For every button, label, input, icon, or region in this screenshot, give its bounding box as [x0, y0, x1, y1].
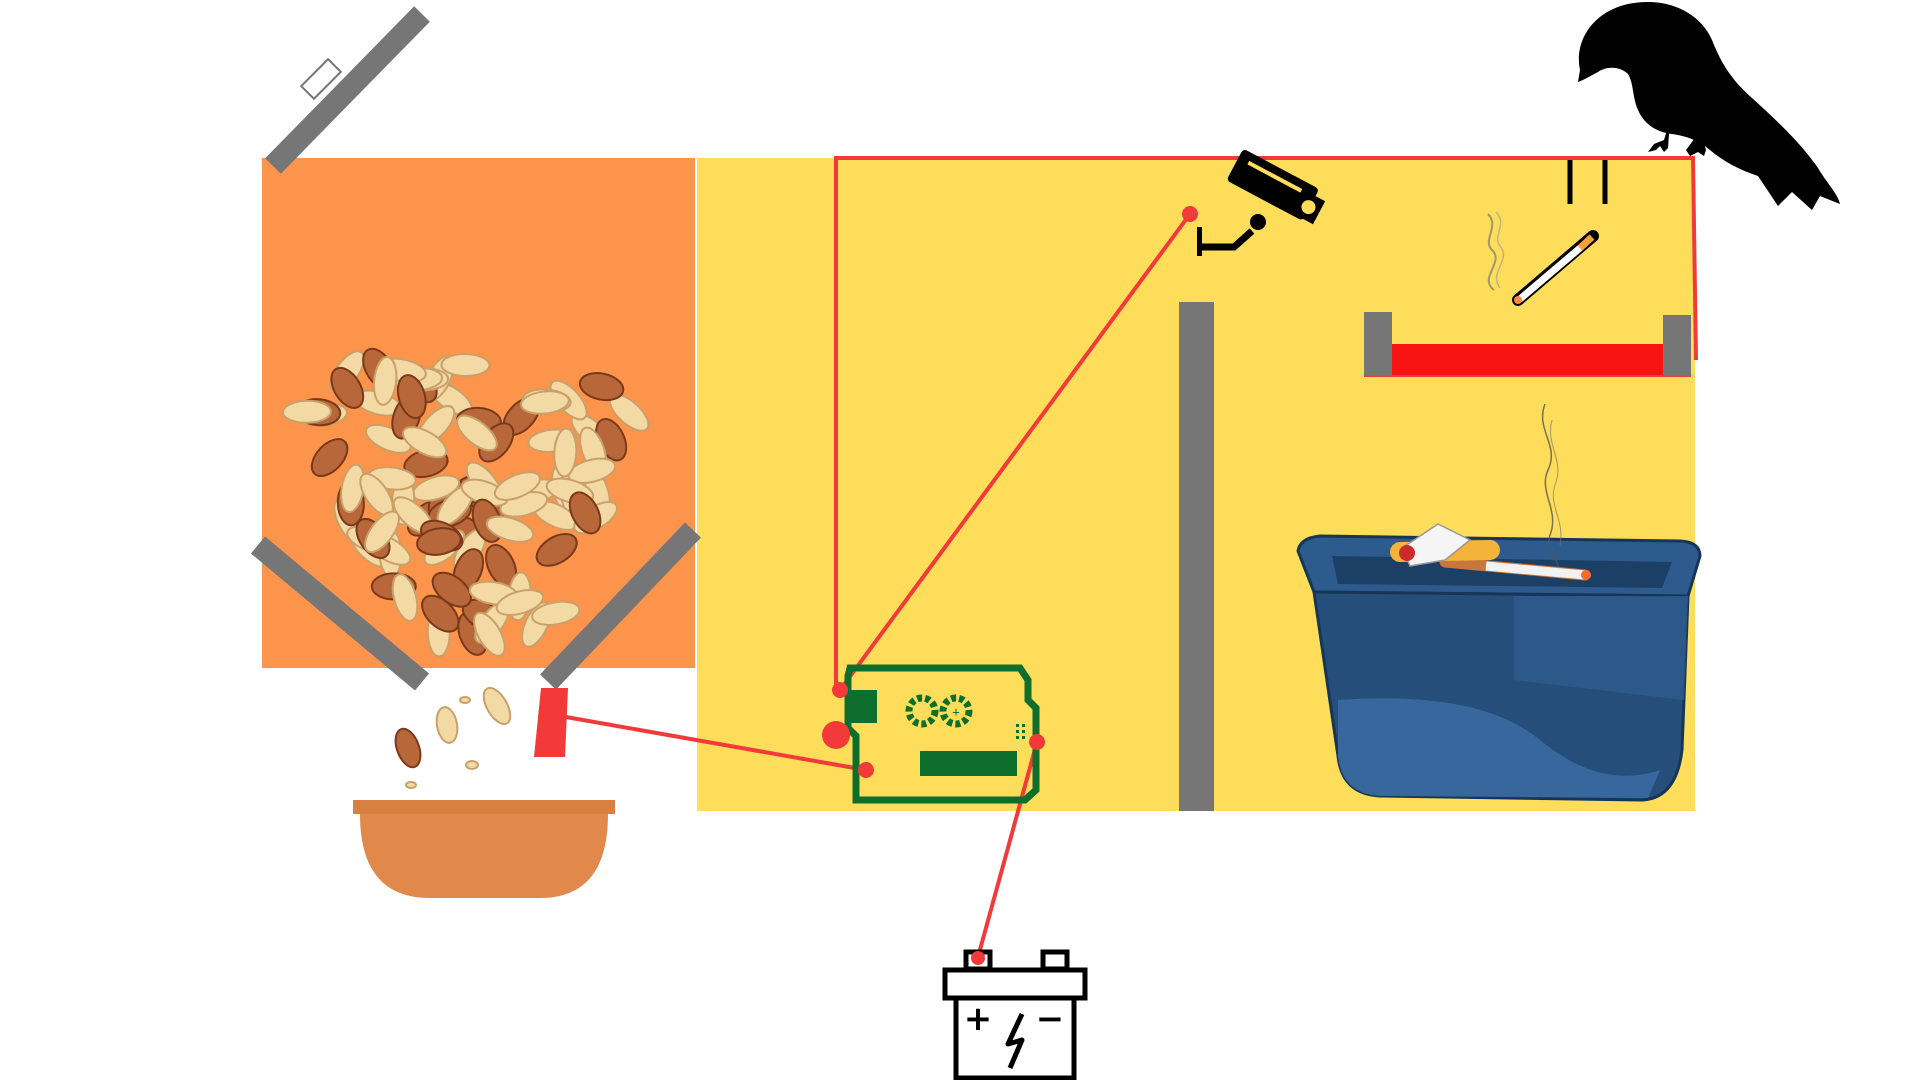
- cashew-nut: [391, 573, 419, 622]
- collection-bin-icon: [1296, 403, 1702, 802]
- bowl-icon: [353, 800, 615, 898]
- cashew-nut: [553, 427, 578, 478]
- cashew-nut: [520, 390, 570, 415]
- cashew-nut: [473, 611, 506, 657]
- cashew-nut: [281, 399, 332, 424]
- cashew-nut: [364, 510, 400, 554]
- wire-loop: [834, 156, 1698, 690]
- funnel-left-wall: [250, 536, 430, 691]
- pecan-nut: [310, 438, 349, 477]
- pecan-nut: [535, 533, 578, 567]
- lightning-bolt-icon: [1005, 1012, 1025, 1069]
- pecan-nut: [416, 527, 462, 556]
- tray-slide-bar: [1392, 344, 1663, 376]
- cashew-nut: [531, 600, 581, 626]
- cashew-nut: [372, 356, 398, 406]
- wire-servo: [565, 715, 867, 772]
- cashew-nut: [495, 589, 545, 616]
- microcontroller-board-icon: +: [822, 664, 1045, 804]
- tray-right-post: [1663, 315, 1691, 376]
- falling-nut: [459, 696, 471, 704]
- pecan-nut: [578, 372, 625, 402]
- divider-wall: [1179, 302, 1214, 811]
- nut-pile-icon: [281, 347, 650, 658]
- cashew-nut: [402, 426, 448, 459]
- pecan-nut: [568, 491, 602, 535]
- slide-tray: [1364, 312, 1691, 377]
- pecan-nut: [396, 374, 427, 420]
- falling-nuts: [394, 686, 512, 789]
- battery-negative-label: −: [1036, 999, 1065, 1039]
- servo-actuator-icon: [534, 688, 568, 757]
- wire-battery: [976, 741, 1039, 958]
- crow-silhouette-icon: [1578, 1, 1840, 210]
- pecan-nut: [421, 594, 460, 633]
- pecan-nut: [330, 366, 365, 409]
- falling-nut: [405, 781, 417, 789]
- cashew-nut: [440, 352, 491, 378]
- lid-latch: [299, 57, 343, 101]
- falling-nut: [482, 686, 512, 726]
- cashew-nut: [493, 471, 541, 501]
- falling-nut: [394, 727, 422, 769]
- board-pin-servo: [858, 762, 874, 778]
- tray-left-post: [1364, 312, 1392, 376]
- hopper-lid: [265, 6, 430, 174]
- battery-terminal-node: [971, 951, 985, 965]
- cashew-nut: [567, 457, 617, 484]
- svg-text:+: +: [952, 705, 959, 719]
- wiring: [565, 156, 1698, 958]
- cigarette-icon: [1487, 211, 1599, 306]
- camera-wire-node: [1182, 206, 1198, 222]
- cashew-nut: [485, 515, 535, 543]
- board-pin-top: [832, 682, 848, 698]
- security-camera-icon: [1197, 150, 1326, 256]
- board-pin-power: [1029, 734, 1045, 750]
- funnel-right-wall: [540, 522, 701, 690]
- falling-nut: [465, 760, 479, 770]
- battery-positive-label: +: [964, 999, 993, 1039]
- falling-nut: [435, 706, 459, 744]
- wire-camera: [838, 212, 1192, 692]
- cashew-nut: [456, 414, 498, 452]
- board-reset-button: [822, 721, 850, 749]
- battery-icon: + −: [942, 949, 1088, 1080]
